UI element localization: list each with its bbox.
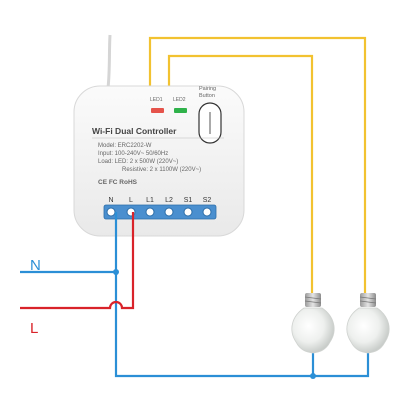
light-bulb-1	[291, 293, 335, 354]
terminal-label-l: L	[129, 197, 133, 204]
live-wiring	[20, 212, 135, 310]
terminal-label-n: N	[108, 197, 113, 204]
terminal-block	[103, 204, 217, 220]
neutral-wiring	[20, 212, 370, 379]
terminal-label-s1: S1	[184, 197, 193, 204]
led1-label: LED1	[150, 97, 163, 103]
pairing-label-1: Pairing	[199, 86, 216, 92]
pairing-label-2: Button	[199, 93, 215, 99]
led2-label: LED2	[173, 97, 186, 103]
controller-module: LED1 LED2 Pairing Button Wi-Fi Dual Cont…	[73, 85, 245, 237]
neutral-label: N	[30, 257, 41, 274]
terminal-label-s2: S2	[203, 197, 212, 204]
model-text: Model: ERC2202-W	[98, 143, 152, 149]
live-label: L	[30, 320, 38, 337]
light-bulb-2	[346, 293, 390, 354]
antenna-wire	[106, 34, 112, 89]
terminal-screws	[106, 207, 212, 217]
load-resistive-text: Resistive: 2 x 1100W (220V~)	[122, 167, 201, 173]
certification-marks: CE FC RoHS	[98, 179, 138, 186]
load-led-text: Load: LED: 2 x 500W (220V~)	[98, 159, 178, 165]
led2-indicator	[174, 108, 187, 113]
device-title: Wi-Fi Dual Controller	[92, 126, 177, 136]
input-text: Input: 100-240V~ 50/60Hz	[98, 151, 168, 157]
terminal-label-l1: L1	[146, 197, 154, 204]
led1-indicator	[151, 108, 164, 113]
terminal-label-l2: L2	[165, 197, 173, 204]
